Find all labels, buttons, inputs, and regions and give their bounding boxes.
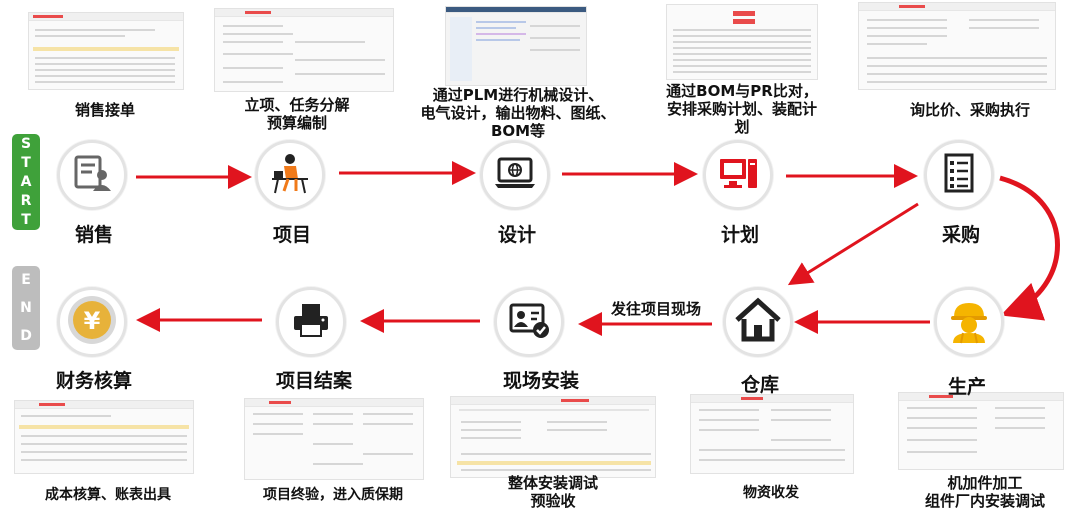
desktop-computer-icon (716, 151, 760, 199)
caption-project-close: 项目终验，进入质保期 (263, 487, 403, 503)
caption-sales: 销售接单 (74, 101, 135, 119)
node-finance: ¥ (57, 287, 127, 357)
finance-screenshot-thumb (14, 400, 194, 474)
node-label-sales: 销售 (74, 224, 113, 246)
node-produce (934, 287, 1004, 357)
svg-text:¥: ¥ (84, 307, 101, 335)
node-project-close (276, 287, 346, 357)
edge-label-warehouse-to-site: 发往项目现场 (610, 300, 701, 318)
arrow-purchase-to-warehouse (787, 202, 919, 286)
worker-helmet-icon (944, 295, 994, 349)
produce-screenshot-thumb (898, 392, 1064, 470)
node-site-install (494, 287, 564, 357)
id-card-check-icon (506, 297, 552, 347)
caption-plan: 通过BOM与PR比对，安排采购计划、装配计划 (666, 82, 818, 136)
yen-coin-icon: ¥ (65, 293, 119, 351)
node-sales (57, 140, 127, 210)
house-icon (733, 295, 783, 349)
node-project (255, 140, 325, 210)
node-label-design: 设计 (497, 224, 536, 246)
node-label-produce: 生产 (947, 376, 986, 398)
checklist-icon (937, 151, 981, 199)
printer-icon (289, 298, 333, 346)
caption-produce: 机加件加工组件厂内安装调试 (924, 474, 1045, 510)
node-purchase (924, 140, 994, 210)
warehouse-screenshot-thumb (690, 394, 854, 474)
project-close-screenshot-thumb (244, 398, 424, 480)
node-label-project: 项目 (272, 224, 311, 246)
node-warehouse (723, 287, 793, 357)
contact-card-icon (70, 151, 114, 199)
site-install-screenshot-thumb (450, 396, 656, 478)
project-screenshot-thumb (214, 8, 394, 92)
caption-site-install: 整体安装调试预验收 (507, 474, 598, 510)
node-label-purchase: 采购 (941, 224, 980, 246)
caption-warehouse: 物资收发 (743, 485, 799, 501)
caption-purchase: 询比价、采购执行 (909, 101, 1030, 119)
node-plan (703, 140, 773, 210)
caption-project: 立项、任务分解预算编制 (244, 96, 350, 132)
design-screenshot-thumb (445, 6, 587, 86)
node-label-warehouse: 仓库 (740, 374, 779, 396)
sales-screenshot-thumb (28, 12, 184, 90)
node-label-project-close: 项目结案 (275, 370, 352, 392)
node-label-finance: 财务核算 (55, 370, 132, 392)
person-at-desk-icon (266, 149, 314, 201)
caption-design: 通过PLM进行机械设计、电气设计，输出物料、图纸、BOM等 (420, 86, 616, 140)
node-label-site-install: 现场安装 (502, 370, 579, 392)
node-label-plan: 计划 (720, 224, 759, 246)
plan-screenshot-thumb (666, 4, 818, 80)
arrow-purchase-to-produce (999, 175, 1060, 321)
laptop-globe-icon (491, 149, 539, 201)
node-design (480, 140, 550, 210)
purchase-screenshot-thumb (858, 2, 1056, 90)
caption-finance: 成本核算、账表出具 (45, 487, 171, 503)
